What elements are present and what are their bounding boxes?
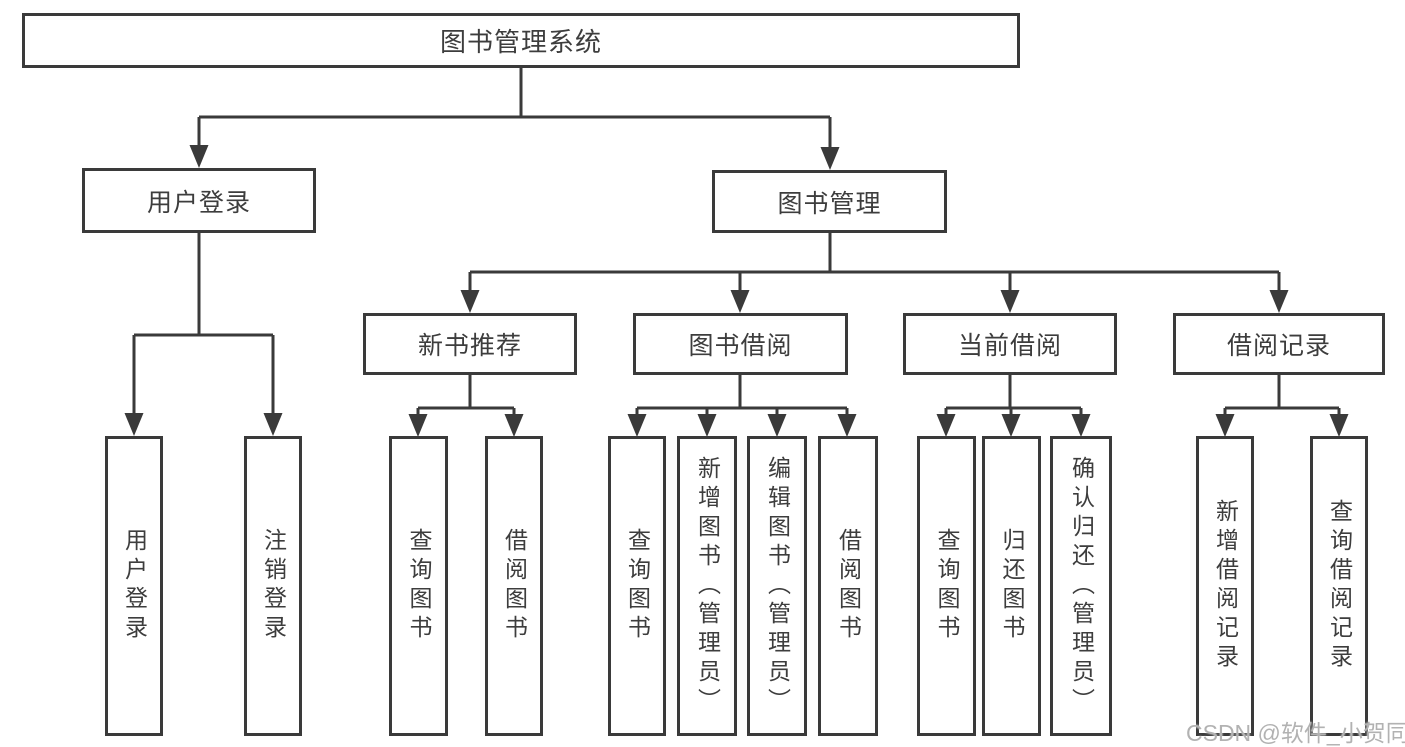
arrowhead	[1329, 414, 1349, 437]
leaf-bb-edit-books-admin-label: 编辑图书（管理员）	[764, 455, 791, 717]
leaf-user-login-label: 用户登录	[121, 528, 148, 644]
leaf-bb-query-books: 查询图书	[608, 436, 666, 736]
leaf-cb-return-books: 归还图书	[982, 436, 1041, 736]
leaf-nbr-query-books-label: 查询图书	[406, 528, 432, 644]
arrowhead	[1071, 414, 1091, 437]
node-current-borrow-label: 当前借阅	[957, 332, 1062, 360]
leaf-bb-add-books-admin-label: 新增图书（管理员）	[694, 455, 721, 717]
leaf-nbr-borrow-books-label: 借阅图书	[501, 528, 528, 644]
node-user-login: 用户登录	[82, 168, 316, 233]
node-book-borrow-label: 图书借阅	[688, 332, 793, 360]
edge-new-book-rec-children	[416, 375, 516, 417]
leaf-cb-return-books-label: 归还图书	[999, 528, 1025, 644]
leaf-br-query-record-label: 查询借阅记录	[1326, 499, 1353, 673]
leaf-user-login: 用户登录	[105, 436, 163, 736]
edge-user-login-children	[132, 233, 275, 415]
arrowhead	[408, 414, 428, 437]
arrowhead	[1269, 290, 1289, 313]
node-root: 图书管理系统	[22, 13, 1020, 68]
leaf-br-query-record: 查询借阅记录	[1310, 436, 1368, 736]
arrowhead	[730, 290, 750, 313]
leaf-nbr-borrow-books: 借阅图书	[485, 436, 543, 736]
edge-book-mgmt-children	[468, 233, 1281, 293]
node-new-book-recommend: 新书推荐	[363, 313, 577, 375]
leaf-nbr-query-books: 查询图书	[389, 436, 448, 736]
leaf-br-add-record: 新增借阅记录	[1196, 436, 1254, 736]
arrowheads	[124, 145, 1349, 437]
leaf-logout: 注销登录	[244, 436, 302, 736]
arrowhead	[627, 414, 647, 437]
leaf-bb-add-books-admin: 新增图书（管理员）	[677, 436, 737, 736]
leaf-logout-label: 注销登录	[260, 528, 287, 644]
node-current-borrow: 当前借阅	[903, 313, 1117, 375]
arrowhead	[124, 413, 144, 436]
arrowhead	[837, 414, 857, 437]
arrowhead	[1001, 414, 1021, 437]
leaf-cb-confirm-return-admin-label: 确认归还（管理员）	[1068, 455, 1095, 717]
node-root-label: 图书管理系统	[439, 27, 602, 57]
arrowhead	[189, 145, 209, 168]
csdn-watermark: CSDN @软件_小贺同学	[1186, 720, 1405, 746]
node-borrow-records-label: 借阅记录	[1226, 332, 1331, 360]
arrowhead	[504, 414, 524, 437]
leaf-bb-edit-books-admin: 编辑图书（管理员）	[747, 436, 807, 736]
leaf-bb-borrow-books: 借阅图书	[818, 436, 878, 736]
arrowhead	[1000, 290, 1020, 313]
leaf-bb-borrow-books-label: 借阅图书	[835, 528, 862, 644]
node-book-management-label: 图书管理	[777, 189, 882, 218]
node-book-borrow: 图书借阅	[633, 313, 848, 375]
node-book-management: 图书管理	[712, 170, 947, 233]
leaf-bb-query-books-label: 查询图书	[624, 528, 651, 644]
arrowhead	[460, 290, 480, 313]
edge-root-to-level2	[197, 68, 832, 150]
leaf-br-add-record-label: 新增借阅记录	[1212, 499, 1239, 673]
leaf-cb-query-books: 查询图书	[917, 436, 976, 736]
node-new-book-recommend-label: 新书推荐	[417, 332, 522, 360]
edge-borrow-records-children	[1223, 375, 1341, 417]
leaf-cb-query-books-label: 查询图书	[934, 528, 960, 644]
arrowhead	[820, 147, 840, 170]
arrowhead	[263, 413, 283, 436]
node-borrow-records: 借阅记录	[1173, 313, 1385, 375]
arrowhead	[697, 414, 717, 437]
arrowhead	[936, 414, 956, 437]
arrowhead	[767, 414, 787, 437]
edge-current-borrow-children	[944, 375, 1083, 417]
arrowhead	[1215, 414, 1235, 437]
node-user-login-label: 用户登录	[146, 188, 251, 217]
leaf-cb-confirm-return-admin: 确认归还（管理员）	[1050, 436, 1112, 736]
edge-book-borrow-children	[635, 375, 849, 417]
